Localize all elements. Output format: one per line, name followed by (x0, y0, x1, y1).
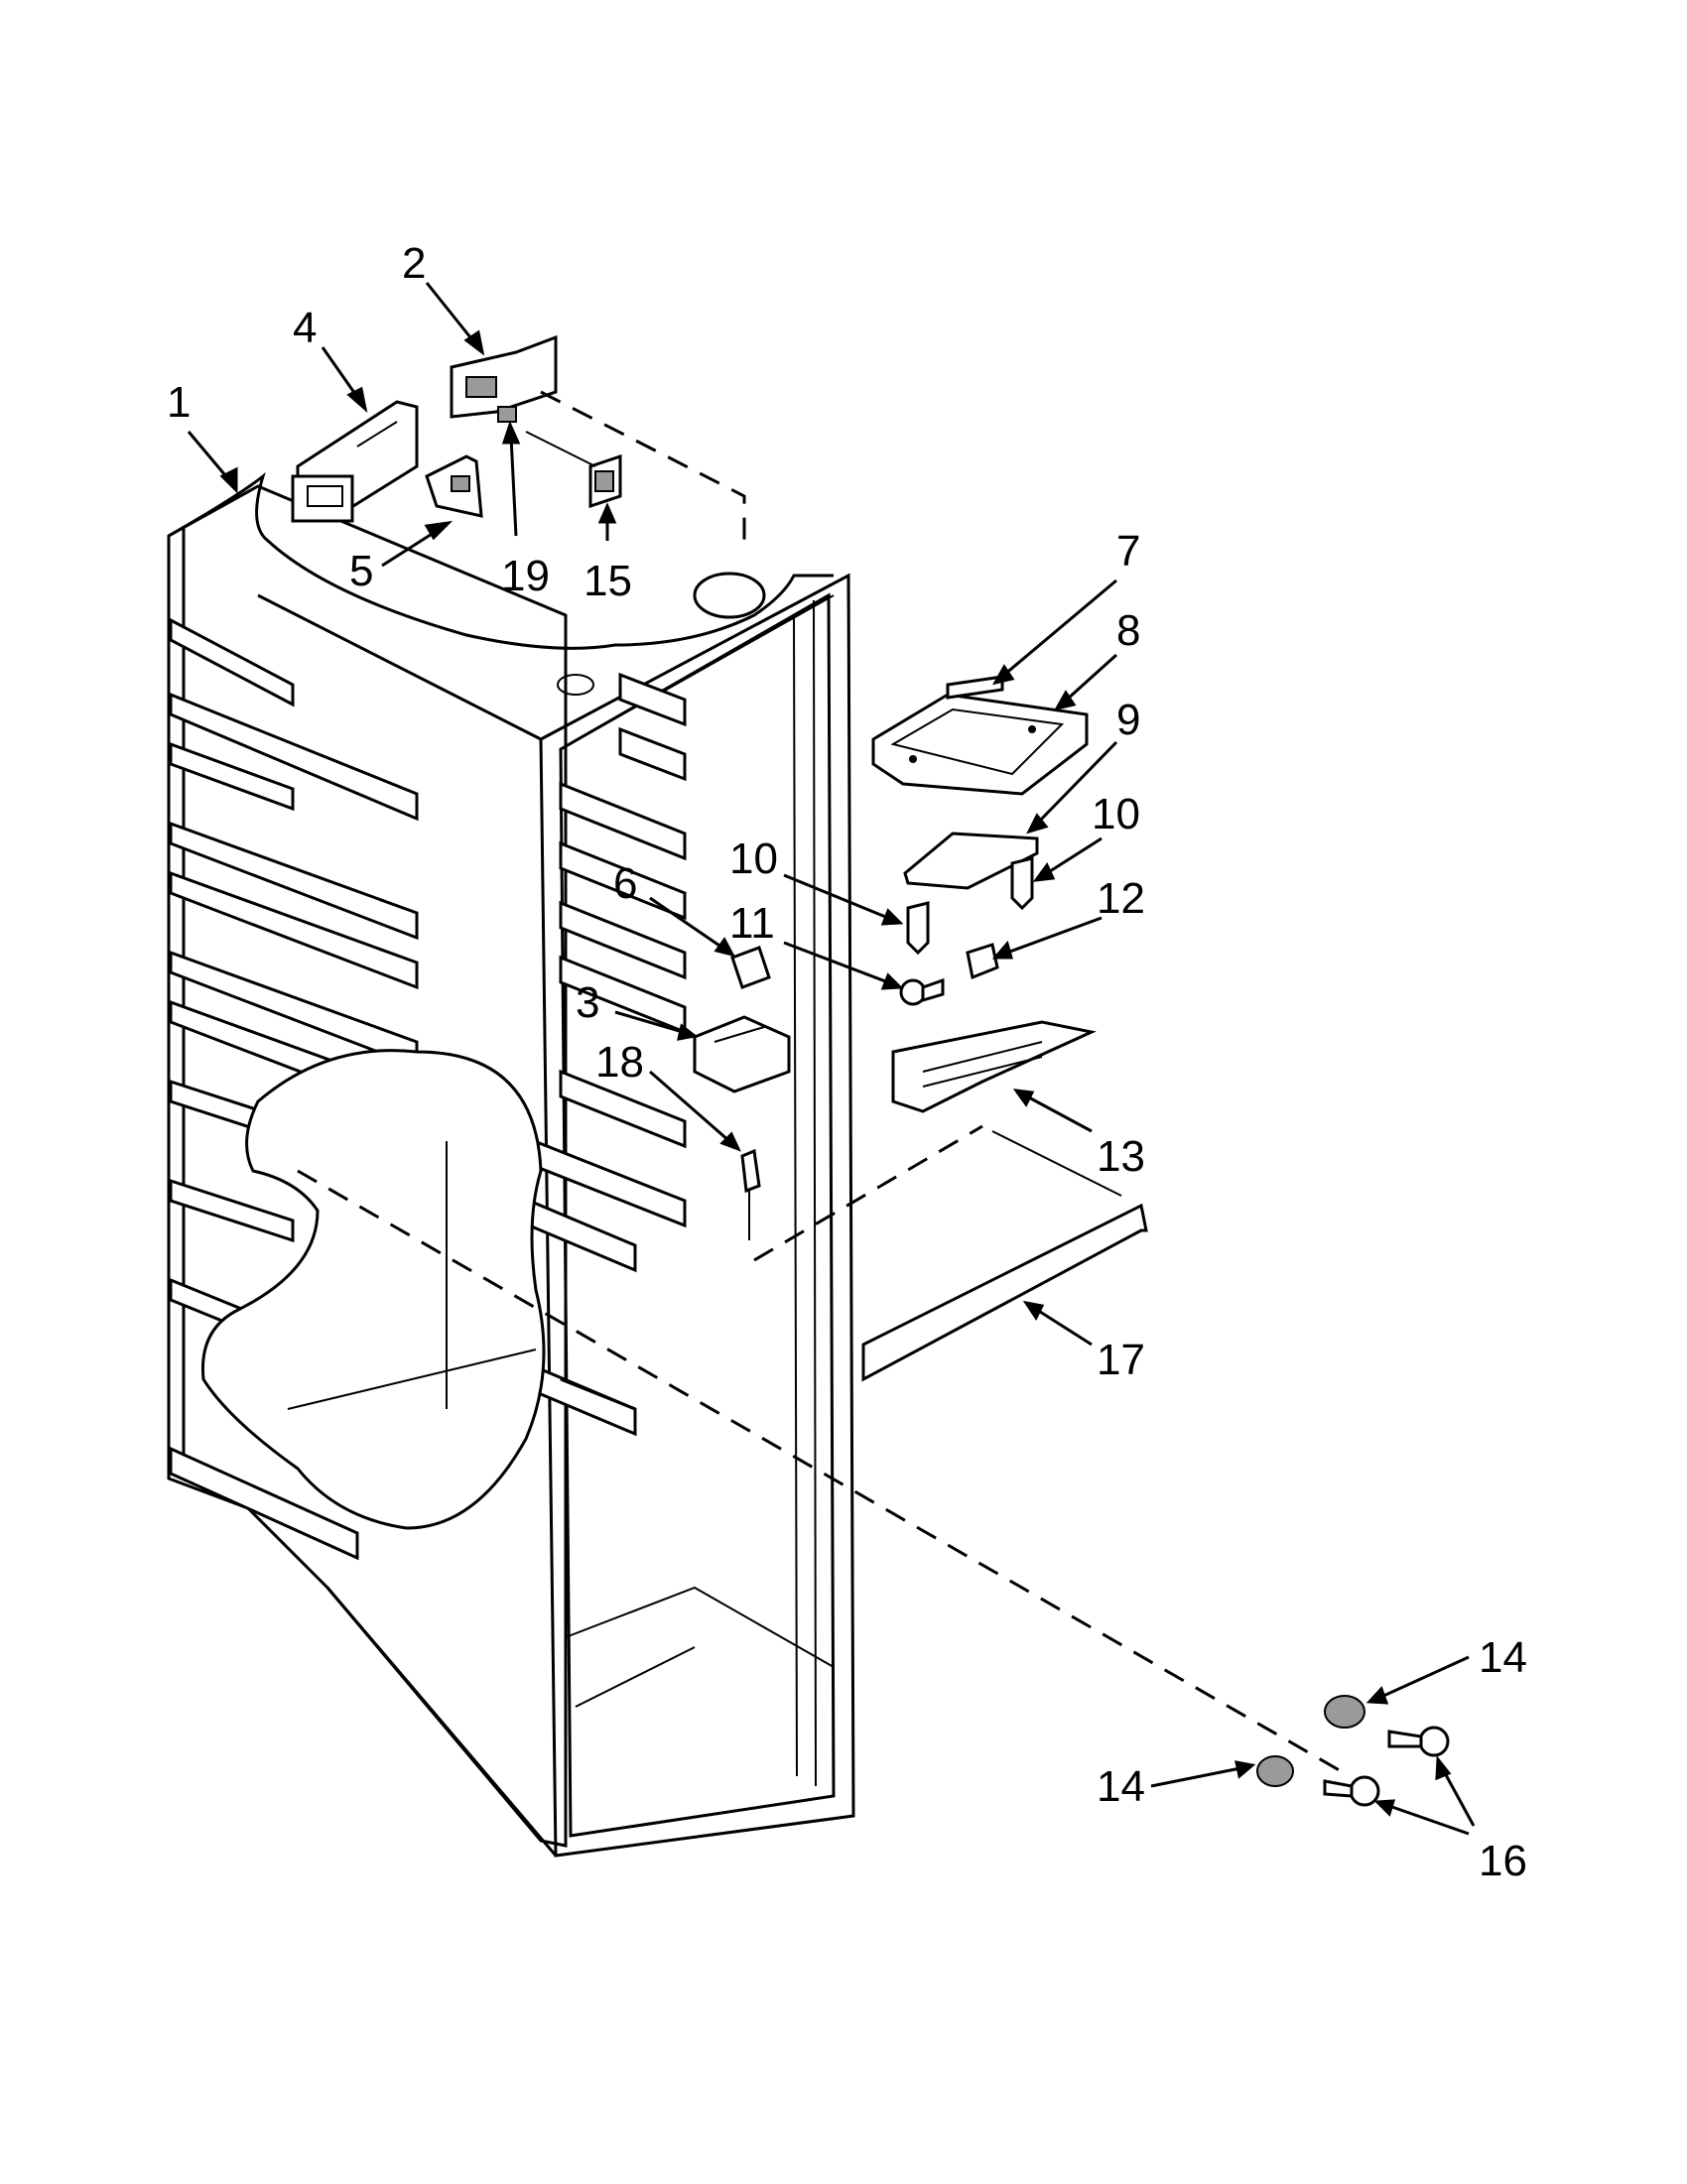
callout-3: 3 (576, 978, 599, 1027)
callout-2: 2 (402, 239, 426, 288)
part-14-upper-cap (1324, 1695, 1365, 1729)
lower-assembly-guide (753, 1124, 983, 1262)
part-2-bracket (450, 334, 558, 419)
callout-10-left: 10 (729, 835, 778, 883)
part-15-label (588, 453, 622, 509)
part-16-upper-screw (1387, 1726, 1450, 1757)
part-11-bulb (899, 977, 945, 1006)
callout-14-lower: 14 (1097, 1762, 1145, 1811)
callout-10-right: 10 (1092, 790, 1140, 838)
part-4-housing (291, 400, 419, 523)
part-7-clips (946, 675, 1004, 700)
part-16-lower-screw (1323, 1775, 1380, 1807)
cutaway-view (200, 1049, 546, 1530)
callout-14-upper: 14 (1479, 1633, 1527, 1682)
callout-17: 17 (1097, 1336, 1145, 1384)
part-10-screw-right (1010, 856, 1034, 911)
part-19-clip (497, 406, 517, 423)
part-6-clip (730, 946, 771, 989)
leader-lines (187, 282, 1476, 1836)
part-18-thermistor (740, 1148, 761, 1240)
liner-cabinet (167, 471, 855, 1858)
callout-11: 11 (729, 899, 775, 948)
callout-15: 15 (584, 557, 632, 605)
part-14-lower-cap (1256, 1755, 1294, 1787)
part-3-sensor (693, 1015, 791, 1093)
part-5-cover (425, 454, 483, 518)
part-9-light-cover (903, 832, 1039, 890)
callout-5: 5 (349, 547, 373, 595)
part-17-cover-plate (861, 1203, 1148, 1382)
callout-12: 12 (1097, 874, 1145, 923)
part-10-screw-left (906, 901, 930, 956)
part-13-lens (891, 1020, 1097, 1113)
callout-18: 18 (595, 1038, 644, 1087)
callout-13: 13 (1097, 1132, 1145, 1181)
part-12-socket (966, 943, 999, 980)
callout-6: 6 (613, 859, 637, 908)
callout-19: 19 (501, 552, 550, 600)
shelf-mount-guide (297, 1169, 1351, 1778)
top-assembly-guide (540, 390, 746, 546)
callout-4: 4 (293, 304, 317, 352)
right-wall-shelf-rails (445, 672, 687, 1437)
part-8-light-housing (871, 693, 1089, 796)
callout-9: 9 (1116, 696, 1140, 744)
callout-7: 7 (1116, 527, 1140, 576)
callout-1: 1 (167, 378, 191, 427)
callout-16: 16 (1479, 1837, 1527, 1885)
left-wall-shelf-rails (169, 617, 419, 1561)
callout-8: 8 (1116, 606, 1140, 655)
